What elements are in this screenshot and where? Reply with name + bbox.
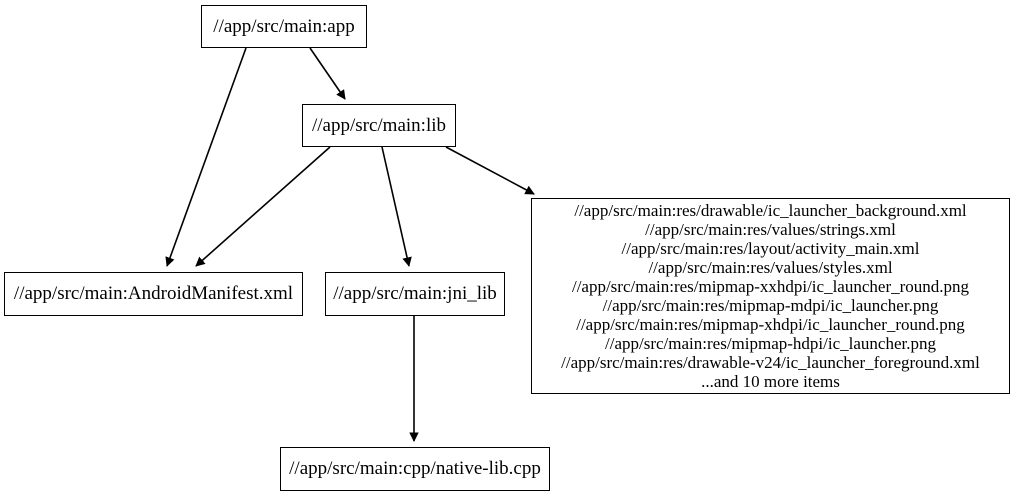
graph-node-app-label: //app/src/main:app — [213, 15, 355, 37]
graph-node-res-bundle-label: //app/src/main:res/drawable/ic_launcher_… — [561, 200, 980, 392]
edge-app-to-manifest — [165, 47, 247, 267]
graph-node-lib-label: //app/src/main:lib — [311, 114, 447, 136]
graph-node-android-manifest[interactable]: //app/src/main:AndroidManifest.xml — [4, 272, 303, 316]
graph-node-native-lib-cpp-label: //app/src/main:cpp/native-lib.cpp — [289, 458, 541, 480]
edge-lib-to-manifest — [195, 146, 331, 267]
graph-node-lib[interactable]: //app/src/main:lib — [302, 104, 456, 147]
graph-node-jni-lib[interactable]: //app/src/main:jni_lib — [325, 272, 505, 316]
edge-lib-to-jni-lib — [381, 146, 412, 267]
edge-lib-to-res — [445, 146, 535, 195]
graph-node-app[interactable]: //app/src/main:app — [201, 5, 367, 48]
graph-node-jni-lib-label: //app/src/main:jni_lib — [333, 283, 497, 305]
graph-node-native-lib-cpp[interactable]: //app/src/main:cpp/native-lib.cpp — [280, 447, 550, 491]
graph-node-res-bundle[interactable]: //app/src/main:res/drawable/ic_launcher_… — [531, 198, 1010, 394]
graph-node-android-manifest-label: //app/src/main:AndroidManifest.xml — [13, 283, 294, 305]
edge-app-to-lib — [309, 47, 346, 100]
